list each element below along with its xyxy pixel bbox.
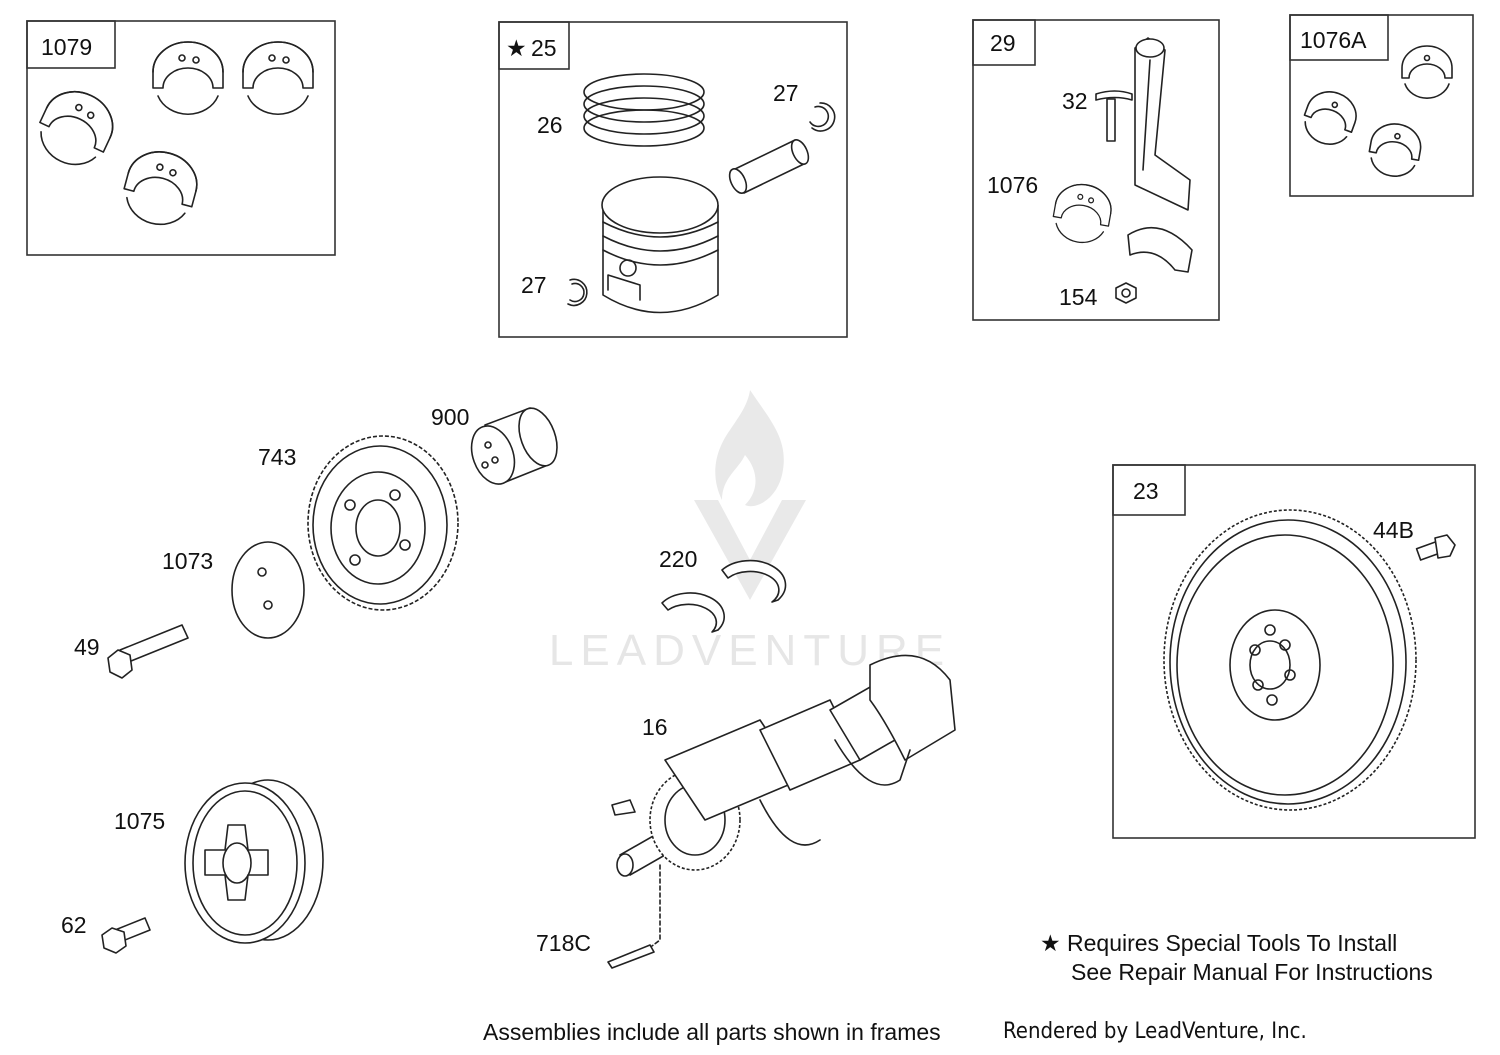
- dowel-pin: [607, 944, 655, 969]
- footer-rendered-by: Rendered by LeadVenture, Inc.: [1003, 1019, 1307, 1044]
- frame-1076a: 1076A: [1289, 14, 1474, 197]
- rod-bearing-shell: [1401, 45, 1453, 99]
- connecting-rod: [1134, 37, 1191, 211]
- callout-718c: 718C: [536, 930, 591, 956]
- frame-label-1076a: 1076A: [1300, 27, 1367, 53]
- callout-27: 27: [521, 272, 547, 298]
- balance-bushing: [470, 407, 558, 485]
- callout-49: 49: [74, 634, 100, 660]
- callout-44b: 44B: [1373, 517, 1414, 543]
- frame-25: ★ 25 26 27 27: [498, 21, 848, 338]
- frame-label-1079: 1079: [41, 34, 92, 60]
- special-tools-note: ★ Requires Special Tools To Install: [1040, 930, 1397, 957]
- frame-label-29: 29: [990, 30, 1016, 56]
- main-bearing-shell: [152, 41, 224, 116]
- callout-1075: 1075: [114, 808, 165, 834]
- frame-label-23: 23: [1133, 478, 1159, 504]
- rod-bearing-shell: [1365, 119, 1425, 181]
- note-line-2: See Repair Manual For Instructions: [1071, 959, 1433, 985]
- callout-27: 27: [773, 80, 799, 106]
- rod-nut: [1115, 282, 1137, 304]
- pin-retainer-clip: [811, 102, 836, 132]
- crank-key: [611, 799, 636, 816]
- callout-1076: 1076: [987, 172, 1038, 198]
- callout-26: 26: [537, 112, 563, 138]
- frame-23: 23 44B: [1112, 464, 1476, 839]
- special-tools-star-icon: ★: [506, 35, 527, 61]
- note-line-1: Requires Special Tools To Install: [1067, 930, 1398, 956]
- frame-1079: 1079: [26, 20, 336, 256]
- cam-bolt: [107, 624, 189, 679]
- callout-900: 900: [431, 404, 469, 430]
- crank-thrust-washer: [661, 559, 787, 633]
- watermark-logo: [694, 390, 806, 600]
- callout-32: 32: [1062, 88, 1088, 114]
- main-bearing-shell: [116, 143, 205, 233]
- callout-743: 743: [258, 444, 296, 470]
- piston-pin: [728, 139, 810, 194]
- frame-29: 29 32 1076 154: [972, 19, 1220, 321]
- callout-62: 62: [61, 912, 87, 938]
- pin-retainer-clip: [567, 278, 588, 307]
- crank-pulley: [184, 779, 324, 944]
- flywheel-bolt: [1415, 534, 1456, 561]
- piston-ring-set: [583, 73, 705, 147]
- callout-1073: 1073: [162, 548, 213, 574]
- main-bearing-shell: [28, 79, 124, 177]
- callout-220: 220: [659, 546, 697, 572]
- flywheel: [1163, 509, 1417, 811]
- special-tools-star-icon: ★: [1040, 930, 1061, 956]
- callout-154: 154: [1059, 284, 1098, 310]
- pulley-bolt: [101, 917, 151, 954]
- crankshaft: [611, 654, 956, 877]
- rod-bolt: [1095, 90, 1133, 142]
- footer-assemblies-text: Assemblies include all parts shown in fr…: [483, 1019, 941, 1045]
- main-bearing-shell: [242, 41, 314, 116]
- frame-label-25: 25: [531, 35, 557, 61]
- rod-bearing-shell: [1049, 179, 1116, 248]
- cam-gear: [307, 435, 459, 611]
- rod-bearing-shell: [1296, 84, 1364, 152]
- rod-cap: [1127, 226, 1193, 273]
- callout-16: 16: [642, 714, 668, 740]
- thrust-washer: [231, 541, 305, 639]
- piston: [601, 176, 719, 314]
